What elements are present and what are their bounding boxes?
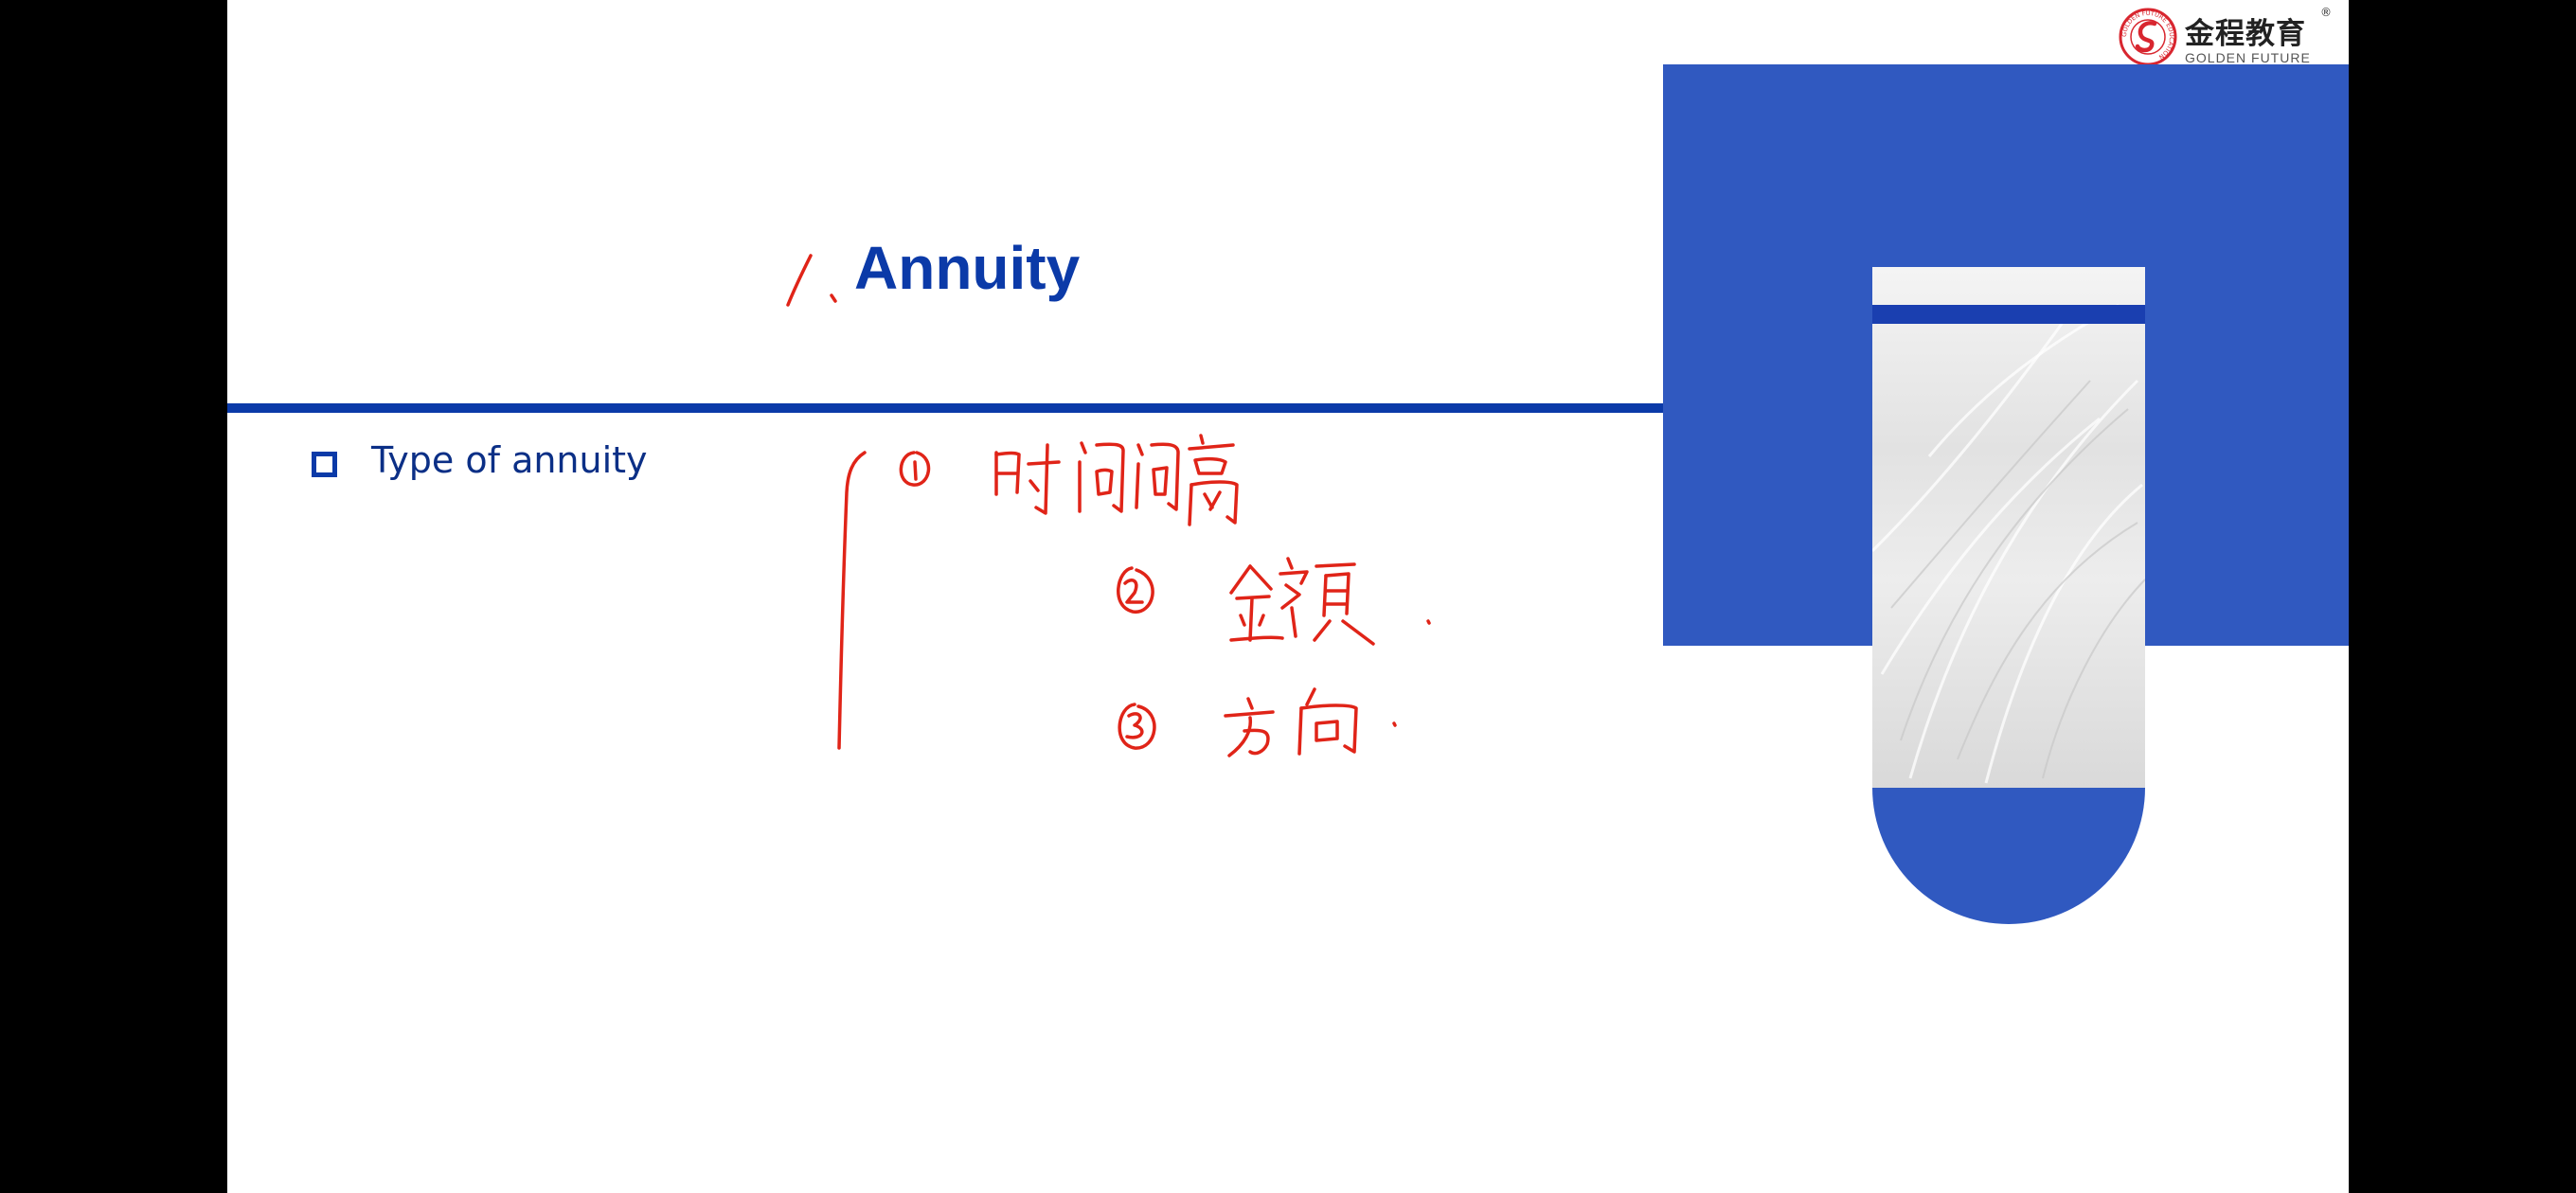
handwritten-item-1-marker: [899, 451, 931, 487]
logo-name-en: GOLDEN FUTURE: [2185, 50, 2311, 65]
handwritten-item-3-marker: [1118, 703, 1156, 750]
slide: GOLDEN FUTURE EDUCATION 金程教育 ® GOLDEN FU…: [227, 0, 2349, 1193]
handwritten-item-1-text: [994, 434, 1239, 526]
company-logo: GOLDEN FUTURE EDUCATION 金程教育 ® GOLDEN FU…: [2119, 6, 2346, 66]
decorative-stripe: [1872, 305, 2145, 324]
handwritten-item-2-text: [1229, 557, 1431, 646]
slide-title: Annuity: [854, 234, 1081, 302]
handwritten-title-prefix: [786, 254, 837, 307]
handwritten-brace: [837, 451, 867, 750]
logo-seal-icon: GOLDEN FUTURE EDUCATION: [2119, 8, 2177, 66]
title-divider: [227, 403, 1663, 413]
logo-name-cn: 金程教育: [2185, 17, 2306, 51]
decorative-feather-panel: [1872, 267, 2145, 788]
handwritten-item-2-marker: [1117, 566, 1154, 614]
feather-texture: [1872, 303, 2145, 784]
bullet-text-type-of-annuity: Type of annuity: [371, 439, 648, 481]
decorative-arch: [1872, 788, 2145, 924]
handwritten-item-3-text: [1224, 687, 1397, 757]
square-bullet-icon: [312, 452, 337, 477]
logo-registered-mark: ®: [2320, 6, 2332, 19]
